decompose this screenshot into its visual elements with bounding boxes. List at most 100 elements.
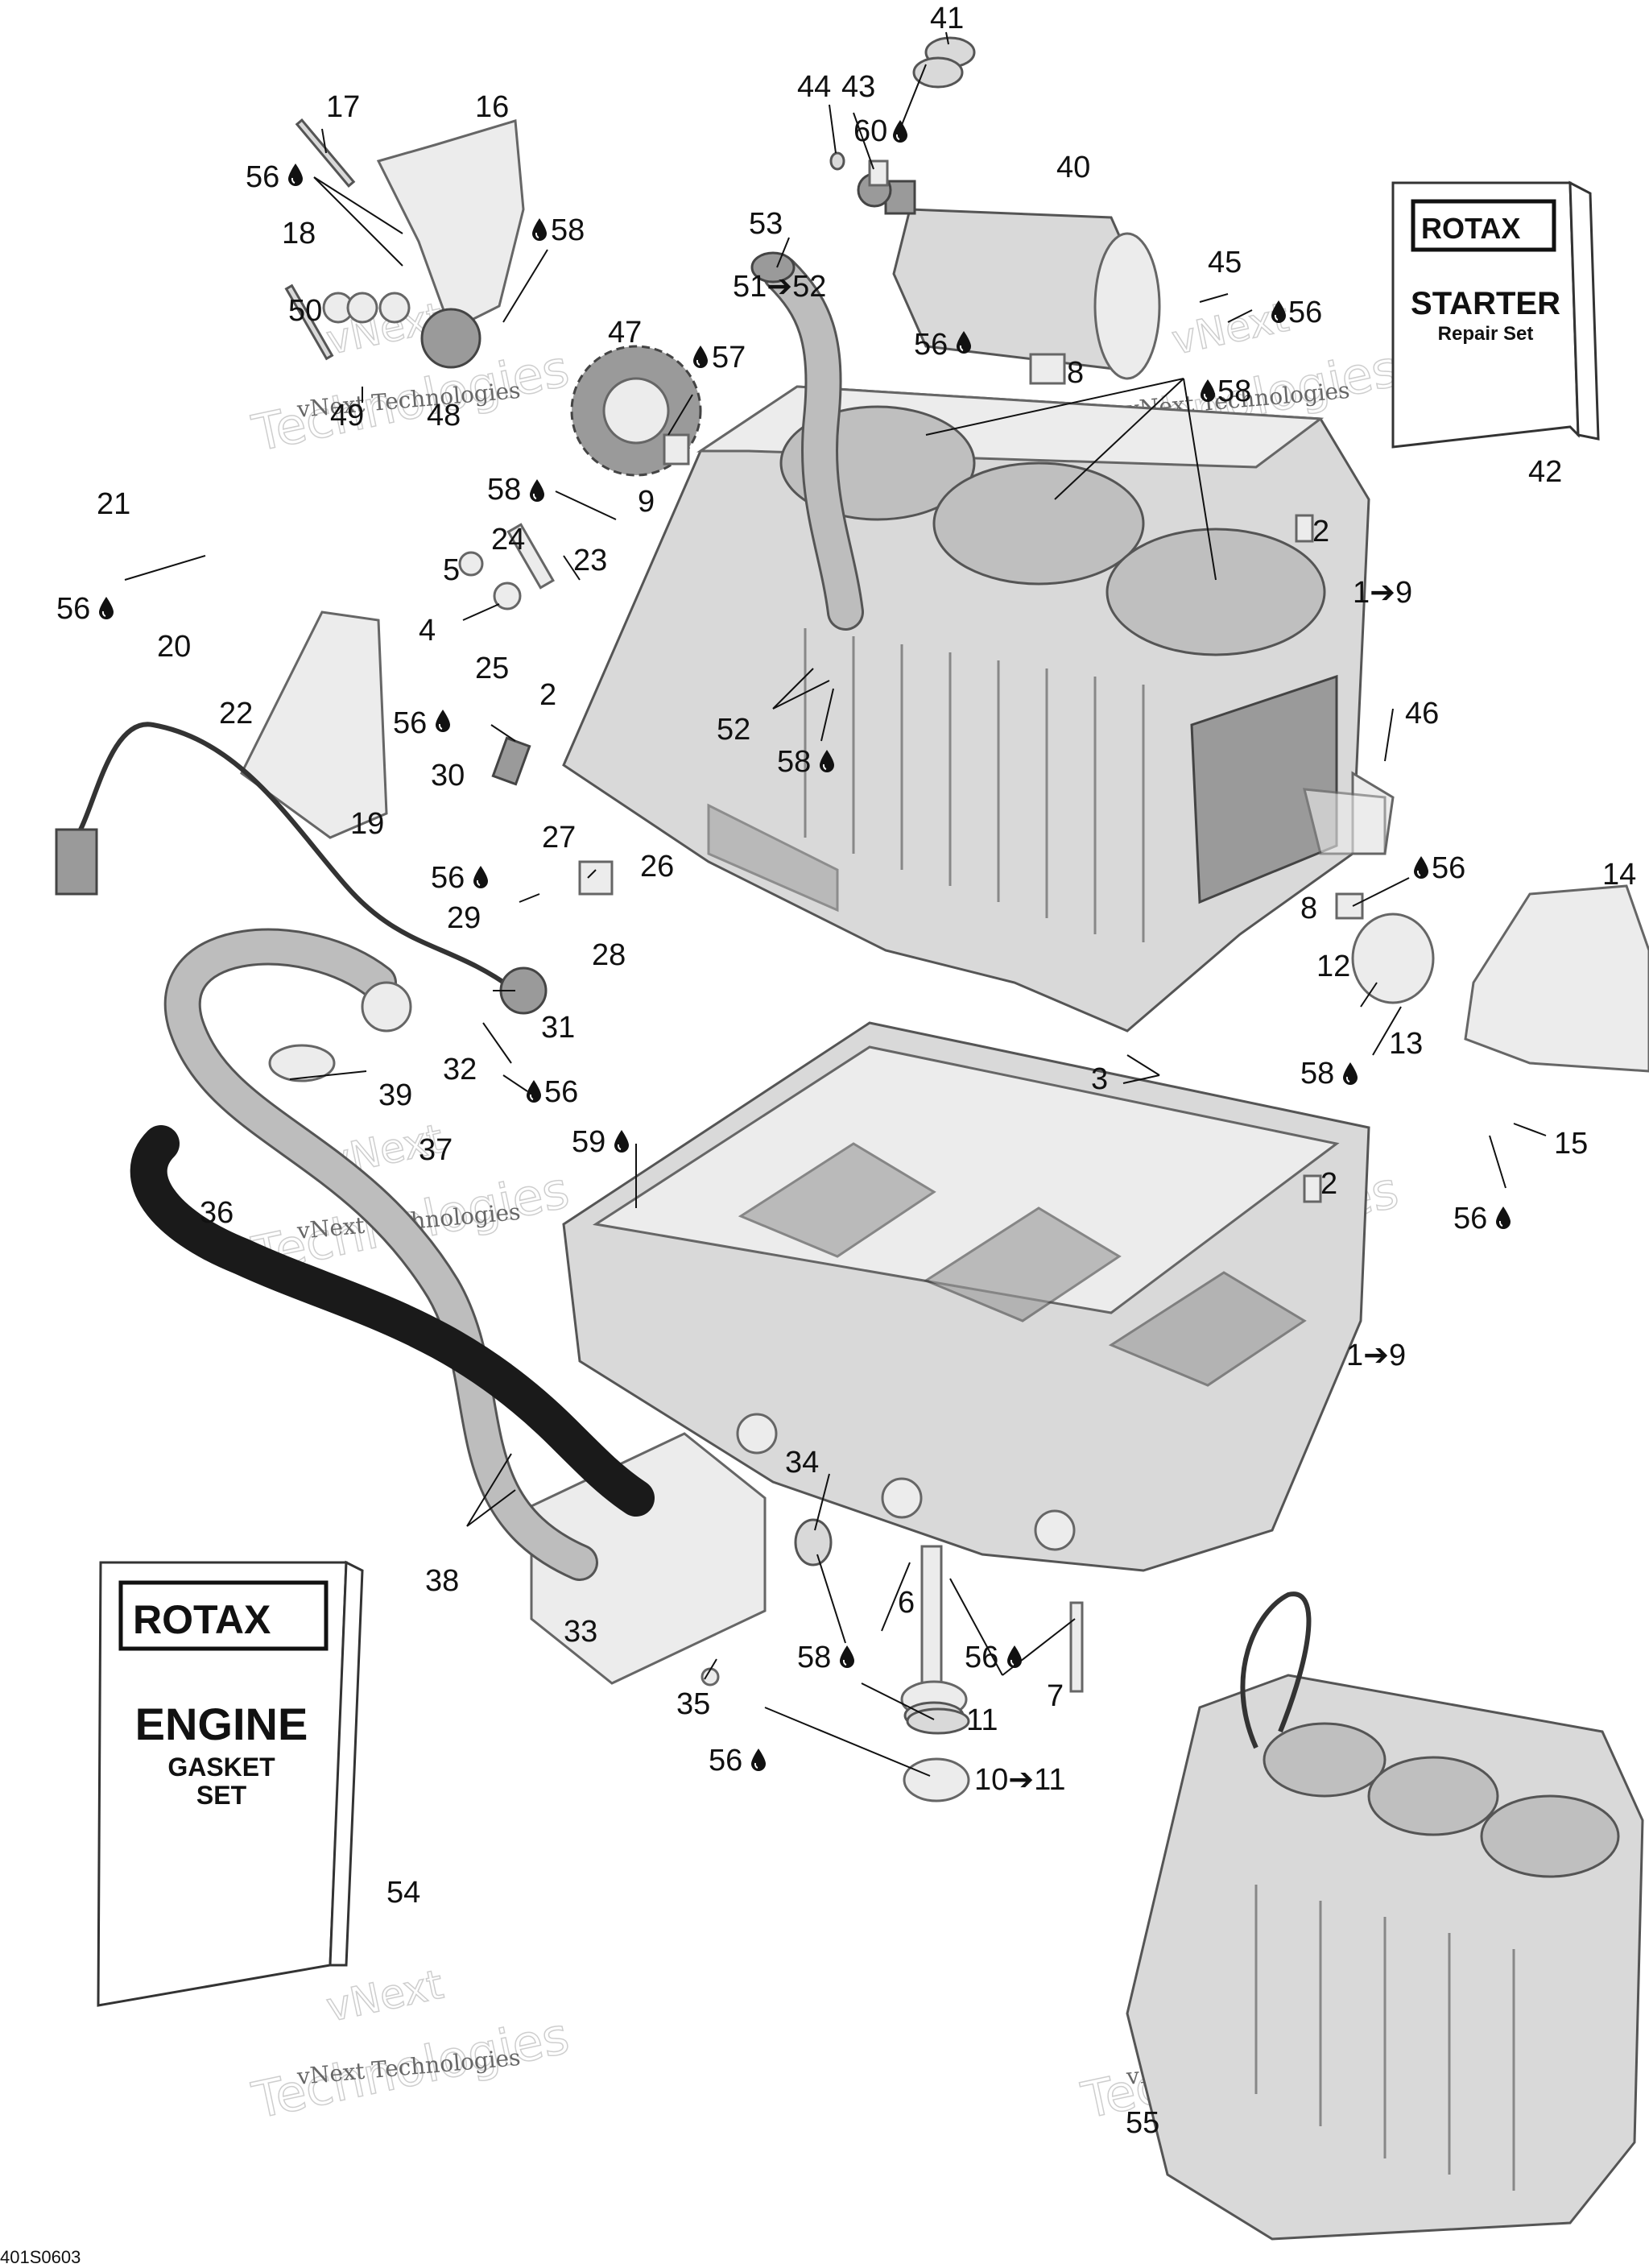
callout-19: 19: [350, 807, 384, 841]
callout-44: 44: [797, 70, 831, 104]
oil-drop-icon: [614, 1129, 630, 1153]
callout-20: 20: [157, 630, 191, 664]
engine-booklet-line2: GASKET: [167, 1753, 275, 1782]
coolant-pipe: [163, 928, 598, 1581]
callout-57: 57: [712, 341, 746, 375]
callout-12: 12: [1316, 950, 1350, 983]
black-hose: [130, 1125, 655, 1517]
callout-13: 13: [1389, 1027, 1423, 1061]
callout-10-to-11: 10➔11: [974, 1763, 1066, 1797]
callout-58: 58: [551, 213, 585, 247]
callout-4: 4: [419, 614, 436, 648]
bracket-16: [376, 119, 525, 333]
callout-48: 48: [427, 399, 461, 432]
callout-46: 46: [1405, 697, 1439, 730]
callout-27: 27: [542, 821, 576, 855]
callout-2: 2: [539, 678, 556, 712]
callout-23: 23: [573, 544, 607, 577]
oil-drop-icon: [1495, 1206, 1511, 1230]
callout-15: 15: [1554, 1127, 1588, 1161]
callout-14: 14: [1602, 858, 1636, 892]
callout-56: 56: [246, 160, 279, 194]
oil-drop-icon: [1413, 855, 1429, 879]
callout-54: 54: [386, 1876, 420, 1910]
watermark-5: vNext Technologies vNext Technologies: [246, 1960, 574, 2131]
leader-lines: [124, 31, 1547, 1777]
callout-2: 2: [1320, 1167, 1337, 1201]
callout-18: 18: [282, 217, 316, 250]
callout-37: 37: [419, 1133, 453, 1167]
svg-text:vNext: vNext: [1168, 294, 1292, 364]
oil-drop-icon: [435, 709, 451, 733]
callout-29: 29: [447, 901, 481, 935]
starter-booklet-brand: ROTAX: [1421, 212, 1520, 245]
callout-8: 8: [1067, 356, 1084, 390]
callout-58: 58: [777, 745, 811, 779]
callout-30: 30: [431, 759, 465, 793]
callout-56: 56: [56, 592, 90, 626]
callout-3: 3: [1091, 1062, 1108, 1096]
lift-bracket-14: [1464, 884, 1649, 1073]
callout-36: 36: [200, 1196, 234, 1230]
engine-booklet-brand: ROTAX: [133, 1597, 271, 1642]
callout-26: 26: [640, 850, 674, 884]
starter-booklet-title: STARTER: [1411, 286, 1560, 321]
callout-38: 38: [425, 1564, 459, 1598]
callout-52: 52: [717, 713, 750, 747]
callout-49: 49: [330, 399, 364, 432]
upper-crankcase: [562, 385, 1395, 1033]
callout-11: 11: [966, 1703, 998, 1737]
callout-58: 58: [487, 473, 521, 507]
callout-56: 56: [709, 1744, 742, 1778]
oil-drop-icon: [1006, 1645, 1023, 1669]
engine-gasket-set-booklet: ROTAX ENGINE GASKET SET: [97, 1560, 364, 2007]
oil-drop-icon: [526, 1079, 542, 1103]
callout-6: 6: [898, 1586, 915, 1620]
oil-drop-icon: [473, 865, 489, 889]
starter-motor: [857, 172, 1161, 380]
callout-56: 56: [1288, 296, 1322, 329]
starter-booklet-subtitle: Repair Set: [1438, 323, 1534, 345]
bracket-19: [240, 610, 388, 839]
oil-drop-icon: [692, 345, 709, 369]
callout-24: 24: [491, 523, 525, 557]
callout-1-to-9: 1➔9: [1353, 576, 1412, 610]
callout-28: 28: [592, 938, 626, 972]
callout-32: 32: [443, 1053, 477, 1086]
callout-47: 47: [608, 316, 642, 350]
oil-drop-icon: [750, 1748, 767, 1772]
callout-16: 16: [475, 90, 509, 124]
callout-35: 35: [676, 1687, 710, 1721]
callout-58: 58: [1217, 375, 1251, 408]
callout-56: 56: [965, 1641, 998, 1674]
sensor-wire: [55, 722, 517, 993]
callout-50: 50: [288, 294, 322, 328]
oil-drop-icon: [531, 217, 548, 242]
starter-repair-set-booklet: ROTAX STARTER Repair Set: [1391, 180, 1600, 449]
callout-39: 39: [378, 1078, 412, 1112]
oil-drop-icon: [892, 119, 908, 143]
callout-56: 56: [1453, 1202, 1487, 1235]
small-parts: [268, 36, 1435, 1802]
callout-60: 60: [853, 114, 887, 148]
oil-drop-icon: [839, 1645, 855, 1669]
callout-21: 21: [97, 487, 130, 521]
oil-drop-icon: [529, 478, 545, 503]
callout-labels: 41 44 43 60 40 17 16 56 18 58 53 51➔52 4…: [56, 2, 1636, 2140]
callout-58: 58: [797, 1641, 831, 1674]
callout-1-to-9: 1➔9: [1346, 1339, 1406, 1372]
assembled-engine-block: [1126, 1591, 1644, 2241]
drawing-code: 401S0603: [0, 2247, 81, 2267]
callout-51-to-52: 51➔52: [733, 270, 826, 304]
callout-17: 17: [326, 90, 360, 124]
callout-9: 9: [638, 485, 655, 519]
callout-2: 2: [1312, 515, 1329, 548]
oil-drop-icon: [287, 163, 304, 187]
callout-5: 5: [443, 553, 460, 587]
callout-59: 59: [572, 1125, 605, 1159]
callout-42: 42: [1528, 455, 1562, 489]
engine-booklet-title: ENGINE: [135, 1699, 308, 1749]
oil-drop-icon: [1342, 1062, 1358, 1086]
callout-22: 22: [219, 697, 253, 730]
